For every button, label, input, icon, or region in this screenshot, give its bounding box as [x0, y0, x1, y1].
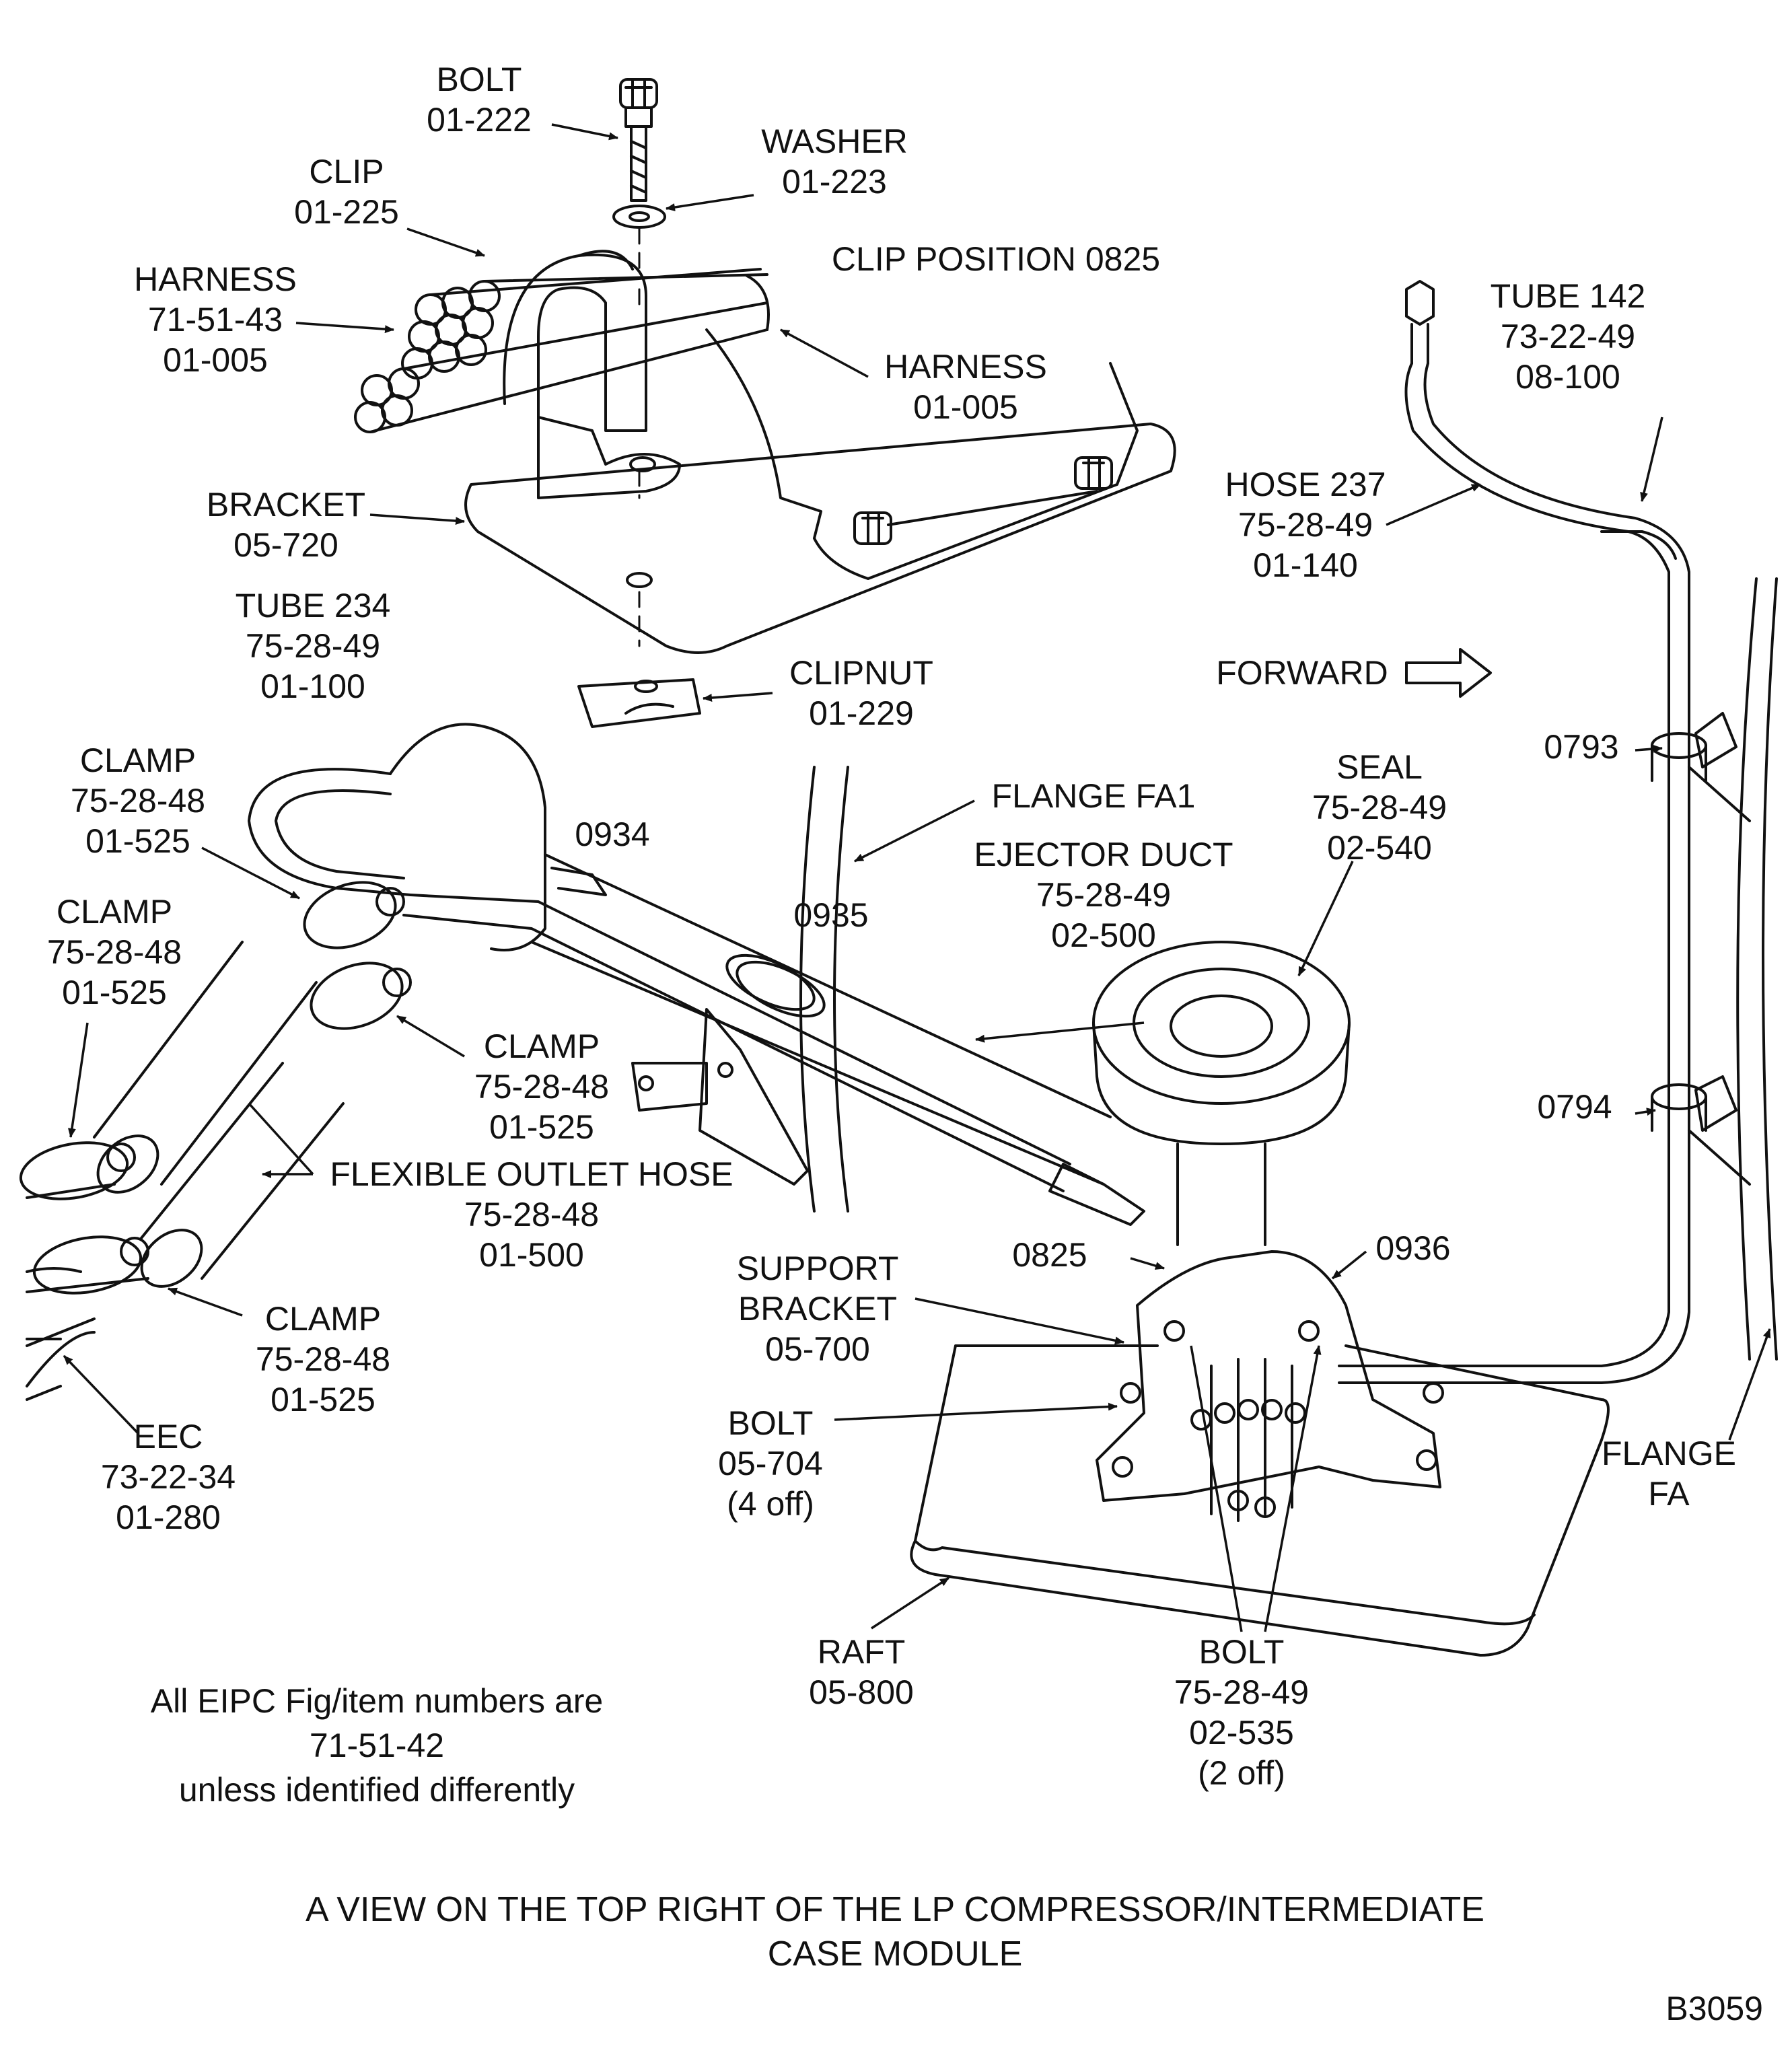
bracket-05-720 — [464, 328, 1176, 654]
figure-reference: B3059 — [1665, 1990, 1763, 2027]
bolt-01-222 — [619, 78, 658, 202]
ejector-duct — [389, 723, 1112, 1186]
washer-01-223 — [612, 205, 666, 229]
label-station-0934: 0934 — [575, 816, 650, 853]
label-station-0825: 0825 — [1012, 1236, 1087, 1274]
seal-02-540 — [1092, 941, 1351, 1145]
tube-234 — [248, 768, 412, 896]
tube-142 — [1338, 280, 1690, 1384]
label-station-0793: 0793 — [1544, 728, 1619, 766]
clamp-01-525-d — [32, 1235, 149, 1295]
label-station-0794: 0794 — [1537, 1088, 1612, 1126]
raft-05-800 — [910, 1344, 1610, 1657]
clamp-01-525-b — [310, 962, 412, 1030]
label-station-0936: 0936 — [1375, 1229, 1451, 1267]
tube-parallel — [402, 894, 1145, 1226]
duct-stem — [1176, 1143, 1266, 1246]
support-bracket-05-700 — [1096, 1250, 1444, 1522]
bracket-bolt-heads — [853, 456, 1113, 545]
harness-bundle-left — [354, 268, 770, 433]
label-flange-fa1: FLANGE FA1 — [991, 777, 1196, 815]
flange-fa — [1688, 577, 1778, 1361]
label-station-0935: 0935 — [793, 896, 869, 934]
label-forward: FORWARD — [1216, 654, 1388, 692]
clamp-01-525-a — [303, 881, 405, 949]
figure-caption: A VIEW ON THE TOP RIGHT OF THE LP COMPRE… — [306, 1890, 1484, 1974]
flexible-outlet-hose — [26, 941, 345, 1387]
eec-duct — [26, 1317, 96, 1401]
clip-0793 — [1651, 732, 1707, 782]
label-clip-position: CLIP POSITION 0825 — [831, 240, 1161, 278]
hose-237 — [1600, 530, 1677, 560]
clamp-01-525-c — [19, 1141, 136, 1200]
forward-arrow — [1405, 648, 1492, 698]
clipnut-01-229 — [577, 678, 701, 728]
support-bracket-duct — [631, 1008, 809, 1186]
flange-fa1 — [799, 766, 849, 1213]
leader-lines — [63, 123, 1771, 1632]
clip-01-225 — [503, 250, 647, 432]
